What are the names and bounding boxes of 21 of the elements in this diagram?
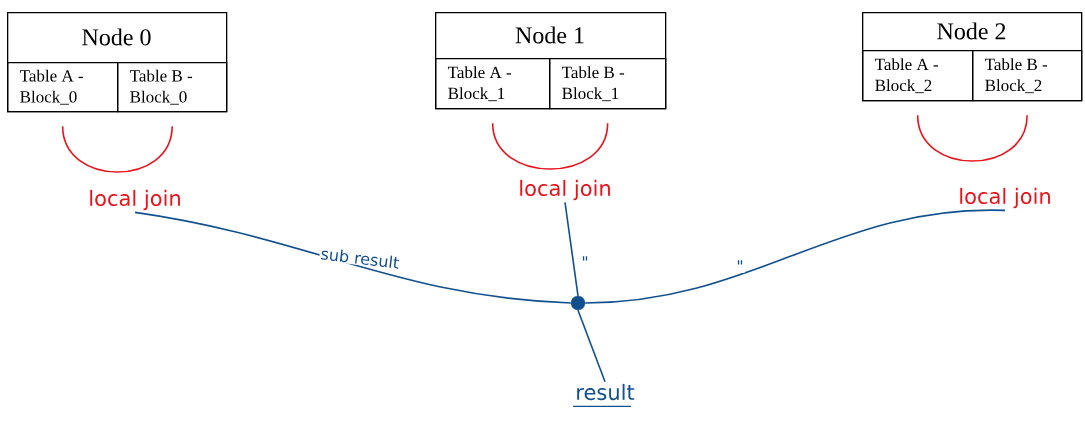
result-label: result [572,383,635,408]
join-label: local join [960,187,1050,209]
join-label: local join [520,179,610,201]
edge-label: sub result [318,245,402,271]
table-cell: Table A - Block_0 [7,62,119,113]
table-cell: Table B - Block_0 [117,62,228,113]
edge-label: " [735,259,745,273]
merge-dot [570,295,586,311]
join-curve [916,114,1028,162]
connector-line [584,209,1006,304]
connector-line [577,309,606,383]
join-curve [61,125,173,173]
table-cell: Table A - Block_2 [862,50,974,102]
connector-line [564,201,579,297]
table-cell: Table A - Block_1 [435,58,551,110]
table-cell: Table B - Block_2 [972,50,1083,102]
join-label: local join [90,189,180,211]
edge-label: " [580,255,590,269]
table-cell: Table B - Block_1 [549,58,667,110]
join-curve [491,122,609,170]
connector-line [134,211,572,304]
